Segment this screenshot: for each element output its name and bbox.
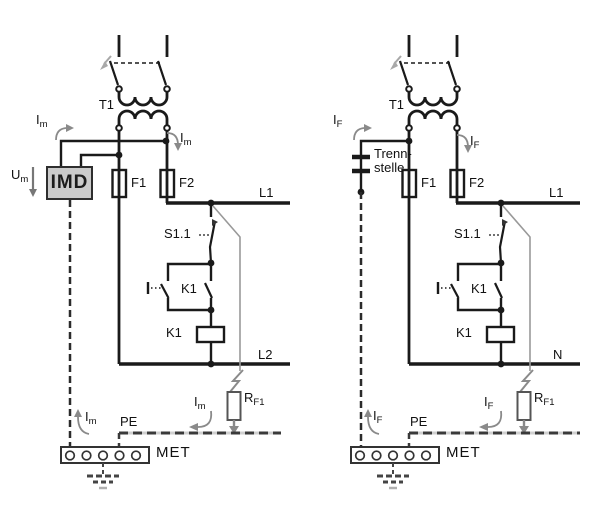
left-k1-coil-label: K1 [166, 325, 182, 340]
disconnect-point-icon [352, 154, 370, 174]
if-arrow-rf1-icon [479, 410, 503, 431]
left-supply-switch [100, 35, 169, 86]
im-arrow-top-icon [55, 124, 74, 141]
fault-flash-icon [519, 369, 534, 393]
right-k1-contact-label: K1 [471, 281, 487, 296]
left-switch-s11-label: S1.1 [164, 226, 191, 241]
left-resistor-rf1-label: RF1 [244, 390, 265, 409]
left-im-label-rf1: Im [194, 394, 206, 413]
left-coil-k1 [195, 325, 226, 368]
right-if-label-f2: IF [470, 133, 480, 152]
right-switch-s11-label: S1.1 [454, 226, 481, 241]
right-fuse-f1 [401, 168, 418, 199]
if-arrow-top-icon [353, 124, 372, 141]
fault-current-arrow-icon [519, 420, 529, 434]
left-fuse-f2 [159, 168, 176, 199]
right-resistor-rf1-label: RF1 [534, 390, 555, 409]
left-fault-path [212, 205, 244, 434]
left-um-label: Um [11, 167, 29, 186]
right-if-label-top: IF [333, 112, 343, 131]
right-switch-s11 [489, 199, 508, 264]
right-met-label: MET [446, 444, 481, 461]
left-line-l2-label: L2 [258, 347, 273, 362]
left-switch-s11 [199, 199, 218, 264]
left-transformer [115, 85, 171, 132]
right-trennstelle [352, 137, 413, 447]
right-line-l1-label: L1 [549, 185, 564, 200]
left-imd-wires [59, 137, 170, 167]
left-im-label-top: Im [36, 112, 48, 131]
left-met-block [60, 446, 150, 464]
fault-current-arrow-icon [229, 420, 239, 434]
right-pe-label: PE [410, 414, 428, 429]
right-earth-icon [377, 463, 409, 490]
im-arrow-rf1-icon [189, 410, 213, 431]
imd-device: IMD [46, 166, 93, 200]
fault-flash-icon [229, 369, 244, 393]
left-current-arrows [29, 124, 213, 435]
manual-actuator-icon [146, 282, 161, 294]
trip-arrow-icon [390, 55, 402, 70]
right-transformer-label: T1 [388, 97, 404, 112]
right-contactor-k1 [436, 259, 505, 327]
right-if-label-rf1: IF [484, 394, 494, 413]
right-current-arrows [353, 124, 503, 435]
left-fuse-f1-label: F1 [131, 175, 147, 190]
left-earth-icon [87, 463, 119, 490]
if-arrow-f2-icon [456, 134, 472, 153]
right-fuse-f1-label: F1 [421, 175, 437, 190]
left-pe-line [117, 431, 281, 447]
right-line-n-label: N [553, 347, 563, 362]
right-if-label-met: IF [373, 408, 383, 427]
right-trennstelle-label-2: stelle [374, 160, 405, 175]
left-contactor-k1 [146, 259, 215, 327]
right-transformer [405, 85, 461, 132]
if-arrow-met-icon [364, 409, 380, 435]
left-met-label: MET [156, 444, 191, 461]
left-fuse-f1 [111, 168, 128, 199]
trip-arrow-icon [100, 55, 112, 70]
left-k1-contact-label: K1 [181, 281, 197, 296]
right-met-block [350, 446, 440, 464]
left-im-label-f2: Im [180, 130, 192, 149]
left-line-l1-label: L1 [259, 185, 274, 200]
right-fuse-f2-label: F2 [469, 175, 485, 190]
right-pe-line [407, 431, 580, 447]
manual-actuator-icon [436, 282, 451, 294]
left-pe-label: PE [120, 414, 138, 429]
right-supply-switch [390, 35, 459, 86]
left-fuse-f2-label: F2 [179, 175, 195, 190]
um-arrow-icon [29, 167, 37, 197]
right-fuse-f2 [449, 168, 466, 199]
im-arrow-met-icon [74, 409, 90, 435]
left-transformer-label: T1 [98, 97, 114, 112]
left-im-label-met: Im [85, 409, 97, 428]
right-coil-k1 [485, 325, 516, 368]
right-trennstelle-label-1: Trenn- [374, 146, 412, 161]
right-fault-path [502, 205, 534, 434]
im-arrow-f2-icon [166, 132, 182, 151]
right-k1-coil-label: K1 [456, 325, 472, 340]
